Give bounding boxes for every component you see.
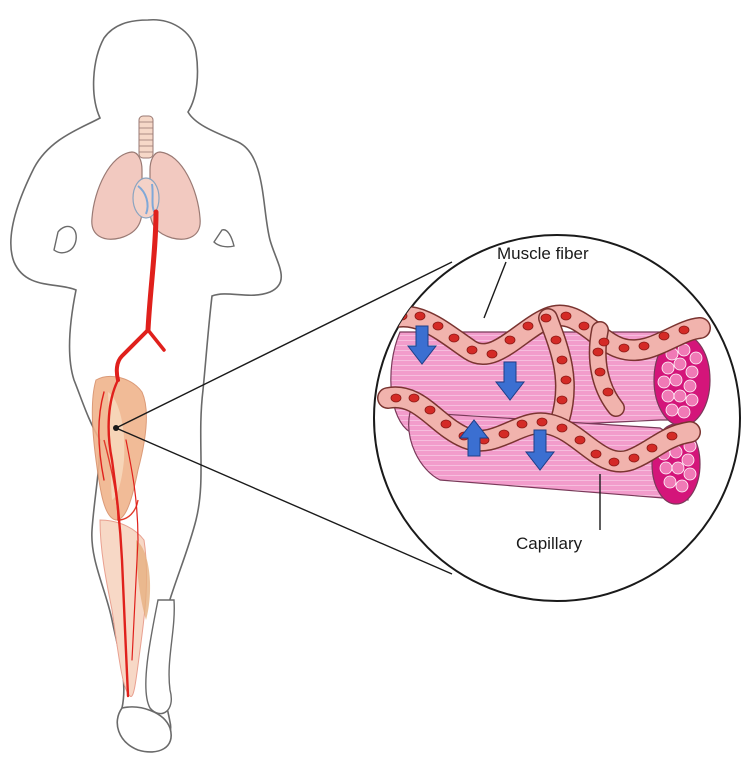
right-lung: [149, 151, 201, 240]
arrow-down-1: [406, 325, 438, 365]
arrow-down-3: [524, 429, 556, 471]
arm-gap-right: [213, 229, 235, 248]
heart: [132, 177, 160, 219]
arrow-down-2: [494, 361, 526, 401]
trachea: [138, 115, 154, 159]
calf-muscle: [136, 540, 151, 620]
arrow-up-1: [458, 419, 490, 457]
left-lung: [91, 151, 143, 240]
capillary-label: Capillary: [516, 534, 583, 553]
zoom-origin-point: [113, 425, 119, 431]
muscle-fiber-leader: [483, 261, 507, 319]
rear-leg: [145, 599, 175, 715]
zoom-line-bottom: [115, 427, 453, 575]
arm-gap-left: [53, 225, 77, 254]
artery-system: [98, 209, 166, 698]
zoom-content: [377, 304, 711, 505]
muscle-fiber-label: Muscle fiber: [497, 244, 589, 263]
zoom-line-top: [115, 261, 453, 429]
foot: [116, 706, 172, 753]
